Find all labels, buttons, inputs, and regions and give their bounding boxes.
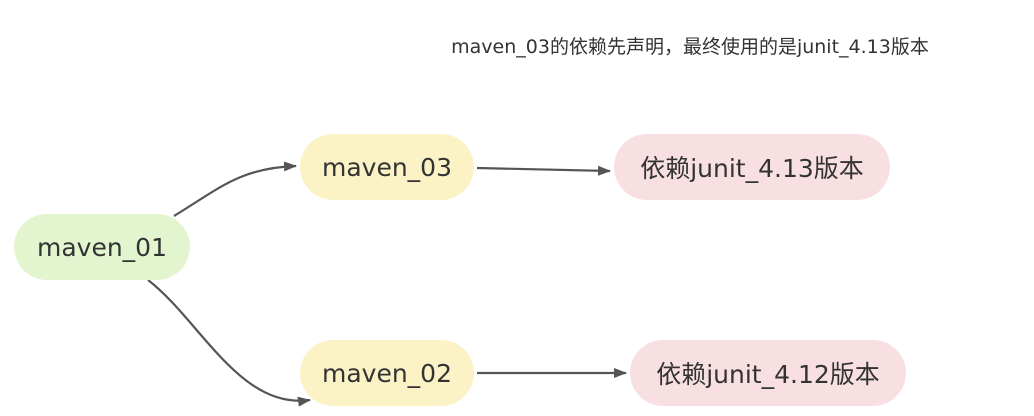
node-maven-03: maven_03 (300, 134, 474, 200)
edge-maven01-to-maven03 (173, 161, 297, 217)
node-maven-02: maven_02 (300, 340, 474, 406)
node-dependency-junit-4-12: 依赖junit_4.12版本 (630, 340, 906, 406)
annotation-note: maven_03的依赖先声明，最终使用的是junit_4.13版本 (451, 36, 929, 58)
edge-maven03-to-dep413 (476, 165, 611, 176)
node-maven-01: maven_01 (14, 214, 190, 280)
edge-maven01-to-maven02 (147, 279, 311, 407)
node-dependency-junit-4-13: 依赖junit_4.13版本 (614, 134, 890, 200)
